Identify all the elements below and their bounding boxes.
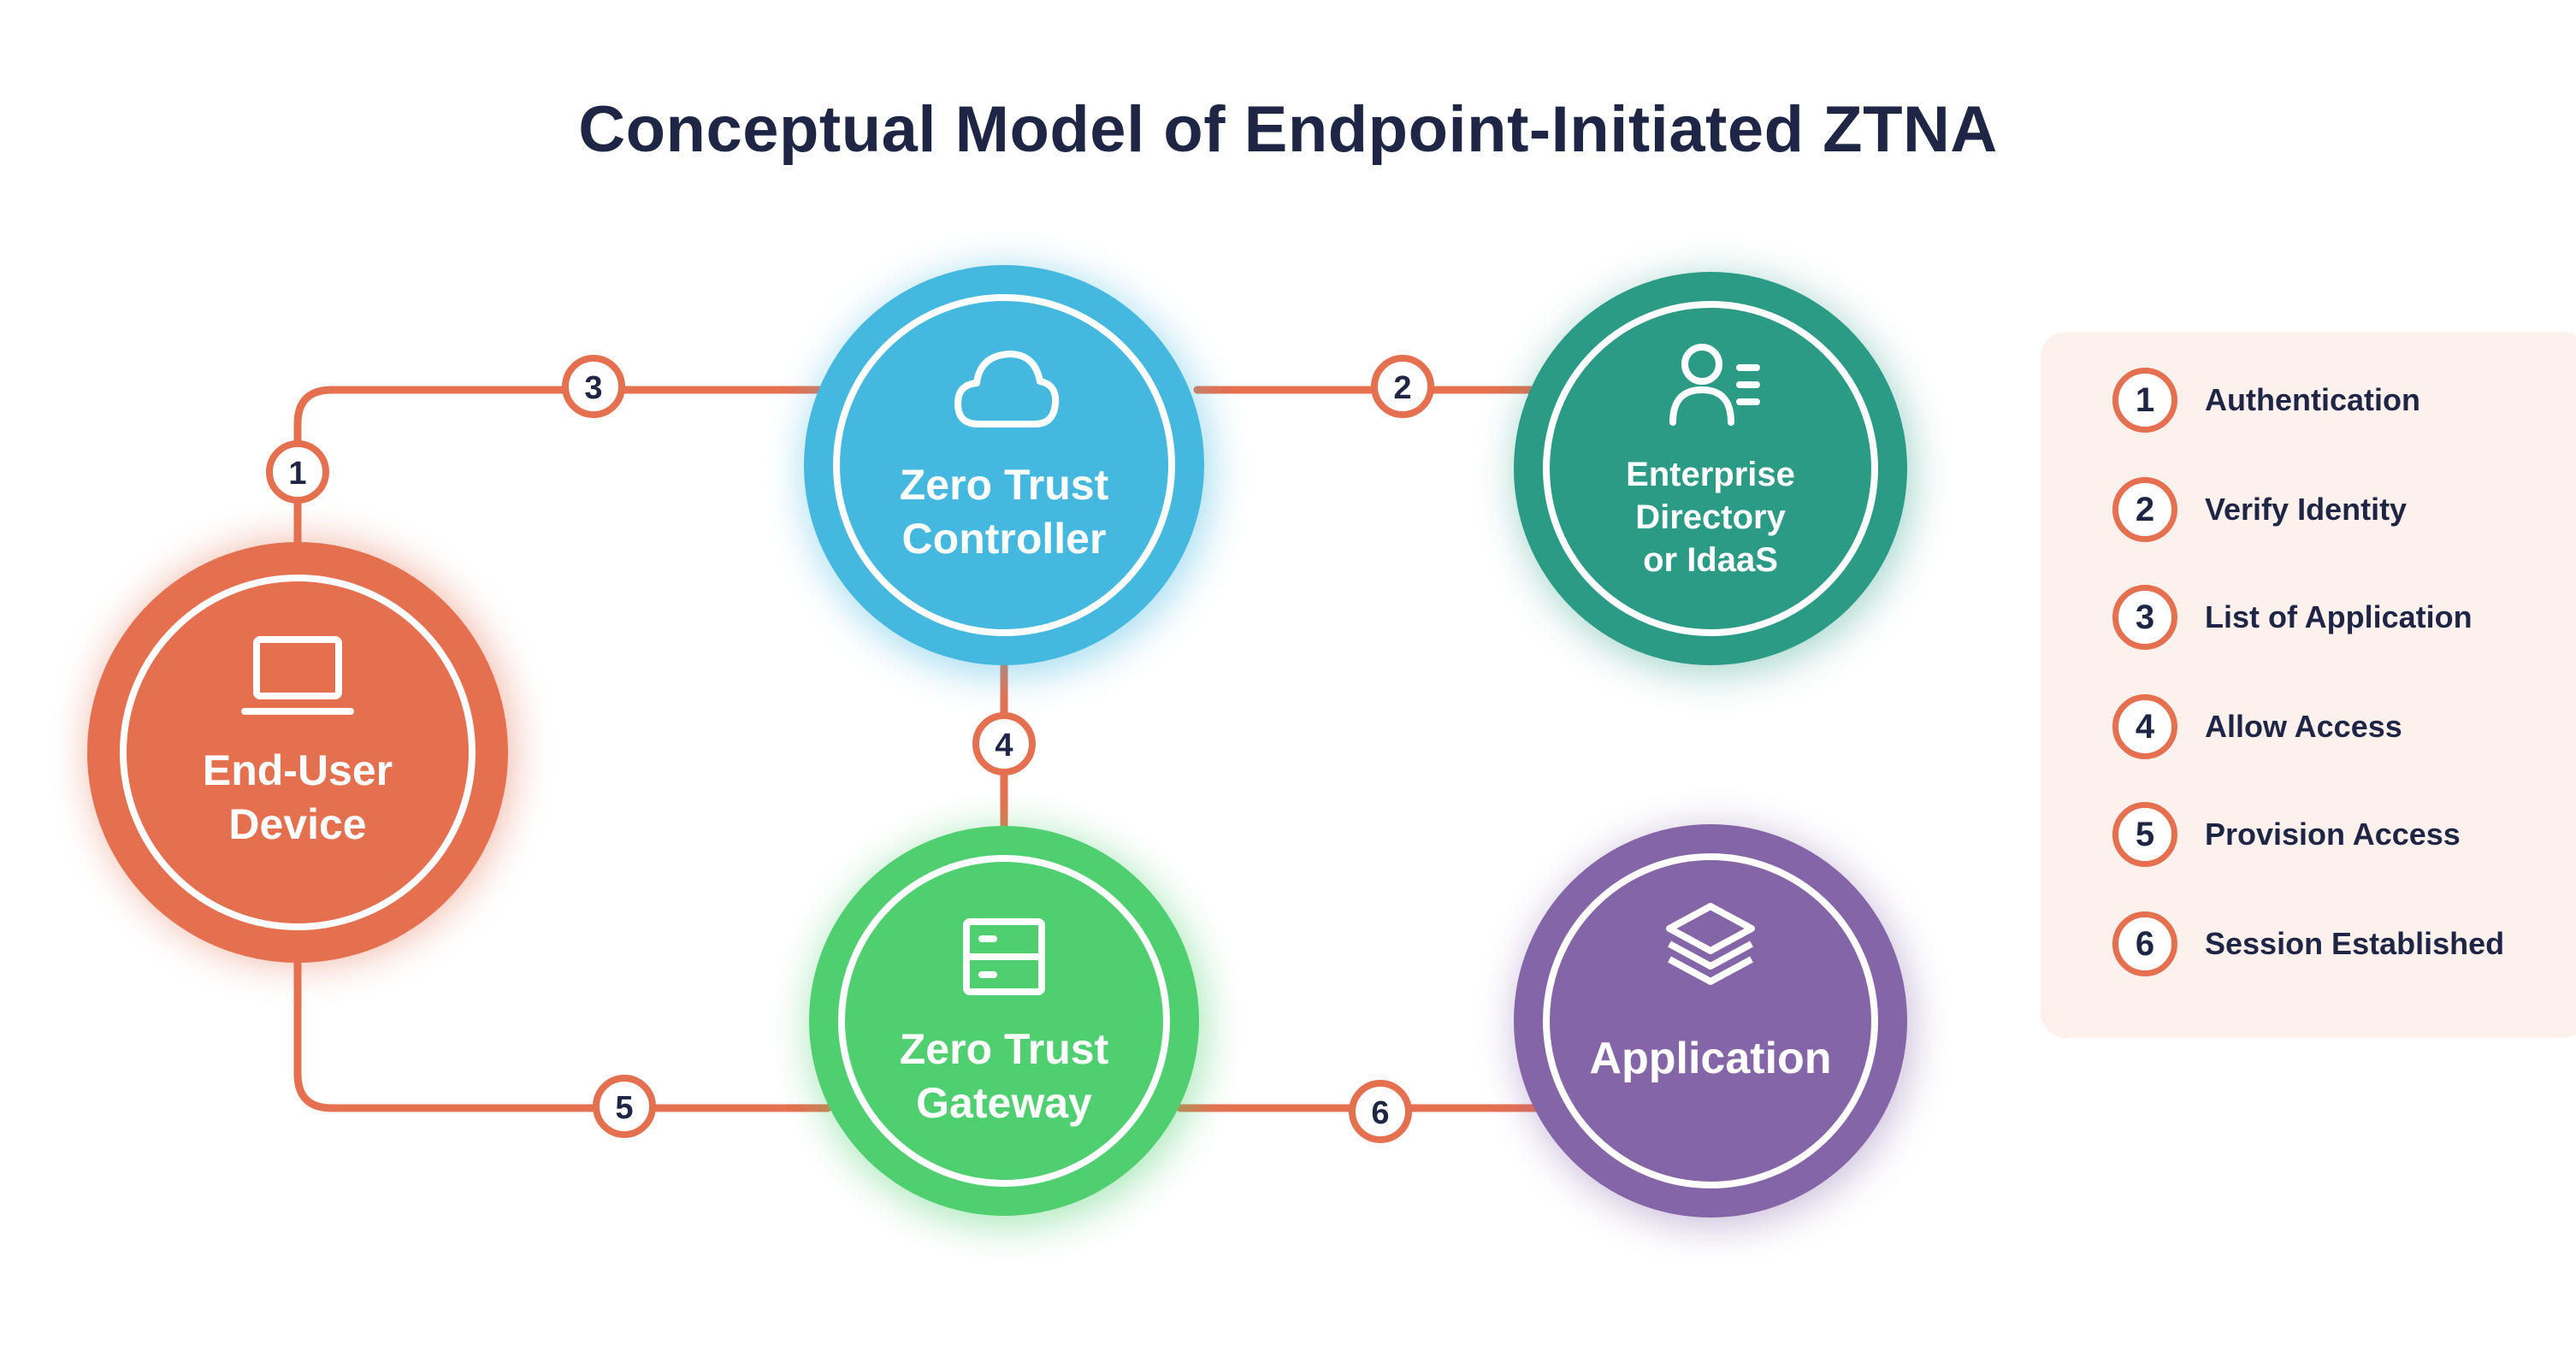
legend-item-5: 5 Provision Access bbox=[2112, 800, 2461, 869]
end-user-device-label-line-2: Device bbox=[228, 799, 367, 848]
user-list-icon bbox=[1669, 344, 1760, 426]
step-badge-circle-3 bbox=[562, 355, 625, 418]
step-badge-circle-1 bbox=[266, 440, 329, 504]
end-user-device-label-line-1: End-User bbox=[202, 746, 393, 794]
legend-number-6: 6 bbox=[2112, 911, 2177, 976]
step-badge-label-4: 4 bbox=[995, 728, 1013, 764]
end-user-device-circle bbox=[87, 542, 508, 963]
step-badge-label-2: 2 bbox=[1393, 370, 1411, 406]
legend-number-2: 2 bbox=[2112, 477, 2177, 542]
legend-number-3: 3 bbox=[2112, 585, 2177, 650]
node-end-user-device bbox=[87, 539, 515, 966]
legend-label-5: Provision Access bbox=[2205, 817, 2461, 852]
node-application bbox=[1514, 824, 1914, 1228]
step-badge-1: 1 bbox=[266, 440, 329, 504]
zero-trust-controller-circle bbox=[804, 265, 1204, 665]
legend-number-4: 4 bbox=[2112, 694, 2177, 759]
enterprise-directory-label-line-3: or IdaaS bbox=[1643, 541, 1778, 579]
step-badge-label-5: 5 bbox=[615, 1090, 633, 1126]
legend-panel: 1 Authentication 2 Verify Identity 3 Lis… bbox=[2041, 332, 2576, 1038]
enterprise-directory-label-line-1: Enterprise bbox=[1626, 456, 1795, 493]
legend-number-1: 1 bbox=[2112, 368, 2177, 433]
step-badge-label-1: 1 bbox=[288, 456, 306, 492]
step-badge-circle-2 bbox=[1371, 355, 1434, 418]
page-title: Conceptual Model of Endpoint-Initiated Z… bbox=[578, 93, 1998, 166]
step-badge-circle-5 bbox=[593, 1075, 656, 1138]
step-badge-5: 5 bbox=[593, 1075, 656, 1138]
legend-item-4: 4 Allow Access bbox=[2112, 693, 2402, 761]
server-icon bbox=[963, 918, 1045, 995]
connector-device-controller bbox=[293, 386, 825, 551]
step-badge-3: 3 bbox=[562, 355, 625, 418]
zero-trust-gateway-label: Zero Trust Gateway bbox=[859, 1023, 1149, 1129]
legend-label-4: Allow Access bbox=[2205, 709, 2402, 744]
application-label: Application bbox=[1565, 1031, 1856, 1087]
zero-trust-controller-label: Zero Trust Controller bbox=[859, 458, 1149, 565]
laptop-icon bbox=[241, 636, 354, 715]
legend-number-5: 5 bbox=[2112, 802, 2177, 867]
step-badge-4: 4 bbox=[972, 712, 1036, 775]
step-badge-circle-4 bbox=[972, 712, 1036, 775]
step-badge-label-3: 3 bbox=[584, 370, 602, 406]
application-label-line-1: Application bbox=[1589, 1034, 1832, 1083]
legend-label-6: Session Established bbox=[2205, 926, 2505, 961]
legend-item-6: 6 Session Established bbox=[2112, 910, 2504, 978]
node-zero-trust-gateway bbox=[807, 826, 1208, 1228]
step-badge-circle-6 bbox=[1349, 1080, 1412, 1143]
end-user-device-label: End-User Device bbox=[152, 744, 443, 851]
step-badges: 1 2 3 4 5 6 bbox=[266, 355, 1434, 1143]
zero-trust-controller-label-line-1: Zero Trust bbox=[899, 461, 1109, 509]
legend-item-3: 3 List of Application bbox=[2112, 583, 2473, 652]
enterprise-directory-label-line-2: Directory bbox=[1635, 498, 1786, 536]
step-badge-6: 6 bbox=[1349, 1080, 1412, 1143]
legend-label-3: List of Application bbox=[2205, 599, 2473, 634]
layers-icon bbox=[1666, 903, 1755, 985]
node-enterprise-directory bbox=[1514, 272, 1914, 675]
zero-trust-gateway-circle bbox=[809, 826, 1199, 1216]
legend-item-1: 1 Authentication bbox=[2112, 366, 2420, 434]
cloud-icon bbox=[954, 351, 1060, 428]
node-zero-trust-controller bbox=[802, 265, 1213, 677]
connector-device-gateway bbox=[293, 953, 832, 1112]
legend-item-2: 2 Verify Identity bbox=[2112, 475, 2407, 544]
zero-trust-gateway-label-line-2: Gateway bbox=[916, 1078, 1092, 1127]
enterprise-directory-label: Enterprise Directory or IdaaS bbox=[1565, 453, 1856, 581]
application-circle bbox=[1514, 824, 1907, 1218]
legend-label-1: Authentication bbox=[2205, 382, 2420, 417]
enterprise-directory-circle bbox=[1514, 272, 1907, 665]
step-badge-label-6: 6 bbox=[1371, 1095, 1389, 1131]
zero-trust-gateway-label-line-1: Zero Trust bbox=[899, 1025, 1109, 1073]
step-badge-2: 2 bbox=[1371, 355, 1434, 418]
zero-trust-controller-label-line-2: Controller bbox=[901, 514, 1107, 563]
legend-label-2: Verify Identity bbox=[2205, 492, 2408, 527]
